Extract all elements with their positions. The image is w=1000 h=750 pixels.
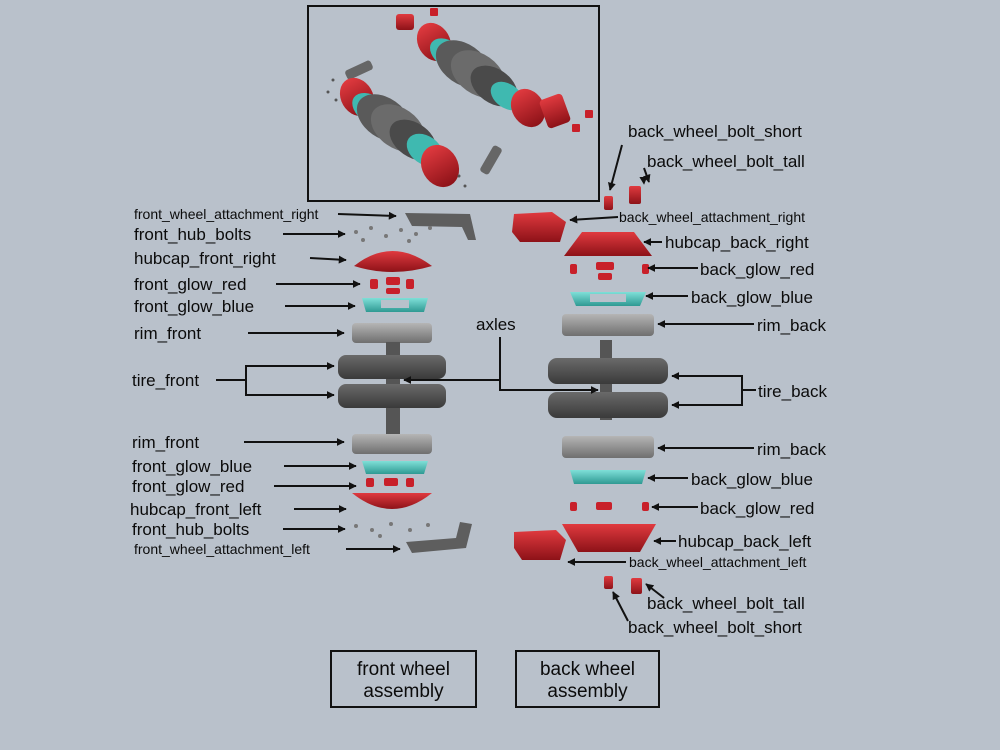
front-wheel-attachment-left-part bbox=[406, 522, 472, 553]
rim-back-top-part bbox=[562, 314, 654, 336]
back-labels: back_wheel_bolt_short back_wheel_bolt_ta… bbox=[619, 122, 827, 637]
hubcap-back-left-part bbox=[562, 524, 656, 552]
hubcap-front-left-part bbox=[352, 493, 432, 509]
label-rim-back-bottom: rim_back bbox=[757, 440, 826, 459]
front-caption-line2: assembly bbox=[363, 681, 444, 702]
back-wheel-attachment-left-part bbox=[514, 530, 566, 560]
tire-front-top-part bbox=[338, 355, 446, 379]
rim-front-bottom-part bbox=[352, 434, 432, 454]
label-back-wheel-attachment-right: back_wheel_attachment_right bbox=[619, 209, 805, 225]
label-back-glow-red-bottom: back_glow_red bbox=[700, 499, 814, 518]
front-glow-red-bottom-part bbox=[366, 478, 414, 487]
label-back-wheel-bolt-short-top: back_wheel_bolt_short bbox=[628, 122, 802, 141]
tire-front-bottom-part bbox=[338, 384, 446, 408]
label-rim-front-top: rim_front bbox=[134, 324, 201, 343]
label-front-hub-bolts-bottom: front_hub_bolts bbox=[132, 520, 249, 539]
back-glow-red-top-part bbox=[570, 262, 649, 280]
label-back-wheel-bolt-short-bottom: back_wheel_bolt_short bbox=[628, 618, 802, 637]
label-back-wheel-attachment-left: back_wheel_attachment_left bbox=[629, 554, 807, 570]
label-back-glow-blue-top: back_glow_blue bbox=[691, 288, 813, 307]
front-hub-bolts-top-part bbox=[354, 226, 432, 243]
back-wheel-bolt-short-top-part bbox=[604, 196, 613, 210]
label-hubcap-back-right: hubcap_back_right bbox=[665, 233, 809, 252]
front-caption-line1: front wheel bbox=[357, 659, 450, 680]
label-front-glow-red-top: front_glow_red bbox=[134, 275, 246, 294]
label-back-glow-red-top: back_glow_red bbox=[700, 260, 814, 279]
inset-back-assembly bbox=[396, 8, 593, 132]
hubcap-back-right-part bbox=[564, 232, 652, 256]
back-wheel-bolt-tall-bottom-part bbox=[631, 578, 642, 594]
back-glow-red-bottom-part bbox=[570, 502, 649, 511]
label-front-wheel-attachment-left: front_wheel_attachment_left bbox=[134, 541, 310, 557]
label-back-wheel-bolt-tall-bottom: back_wheel_bolt_tall bbox=[647, 594, 805, 613]
front-labels: front_wheel_attachment_right front_hub_b… bbox=[130, 206, 319, 557]
label-tire-front: tire_front bbox=[132, 371, 199, 390]
label-front-wheel-attachment-right: front_wheel_attachment_right bbox=[134, 206, 319, 222]
tire-back-top-part bbox=[548, 358, 668, 384]
label-front-glow-blue-top: front_glow_blue bbox=[134, 297, 254, 316]
back-caption-line1: back wheel bbox=[540, 659, 635, 680]
front-glow-blue-bottom-part bbox=[362, 461, 428, 474]
front-glow-red-top-part bbox=[370, 277, 414, 294]
label-front-glow-red-bottom: front_glow_red bbox=[132, 477, 244, 496]
label-back-wheel-bolt-tall-top: back_wheel_bolt_tall bbox=[647, 152, 805, 171]
label-rim-front-bottom: rim_front bbox=[132, 433, 199, 452]
front-wheel-attachment-right-part bbox=[405, 213, 476, 240]
back-wheel-bolt-short-bottom-part bbox=[604, 576, 613, 589]
label-hubcap-front-left: hubcap_front_left bbox=[130, 500, 262, 519]
label-hubcap-front-right: hubcap_front_right bbox=[134, 249, 276, 268]
tire-back-bottom-part bbox=[548, 392, 668, 418]
label-front-hub-bolts-top: front_hub_bolts bbox=[134, 225, 251, 244]
rim-back-bottom-part bbox=[562, 436, 654, 458]
rim-front-top-part bbox=[352, 323, 432, 343]
back-wheel-parts bbox=[512, 186, 668, 594]
back-caption-line2: assembly bbox=[547, 681, 628, 702]
front-hub-bolts-bottom-part bbox=[354, 522, 430, 538]
back-wheel-caption: back wheel assembly bbox=[515, 650, 660, 708]
front-wheel-parts bbox=[338, 213, 476, 553]
label-hubcap-back-left: hubcap_back_left bbox=[678, 532, 812, 551]
label-rim-back-top: rim_back bbox=[757, 316, 826, 335]
inset-preview bbox=[307, 5, 600, 202]
label-back-glow-blue-bottom: back_glow_blue bbox=[691, 470, 813, 489]
front-wheel-caption: front wheel assembly bbox=[330, 650, 477, 708]
label-axles: axles bbox=[476, 315, 516, 334]
leader-arrows bbox=[216, 144, 756, 622]
hubcap-front-right-part bbox=[354, 251, 432, 272]
label-tire-back: tire_back bbox=[758, 382, 827, 401]
back-glow-blue-bottom-part bbox=[570, 470, 646, 484]
label-front-glow-blue-bottom: front_glow_blue bbox=[132, 457, 252, 476]
inset-front-assembly bbox=[326, 60, 502, 188]
back-wheel-bolt-tall-top-part bbox=[629, 186, 641, 204]
back-wheel-attachment-right-part bbox=[512, 212, 566, 242]
